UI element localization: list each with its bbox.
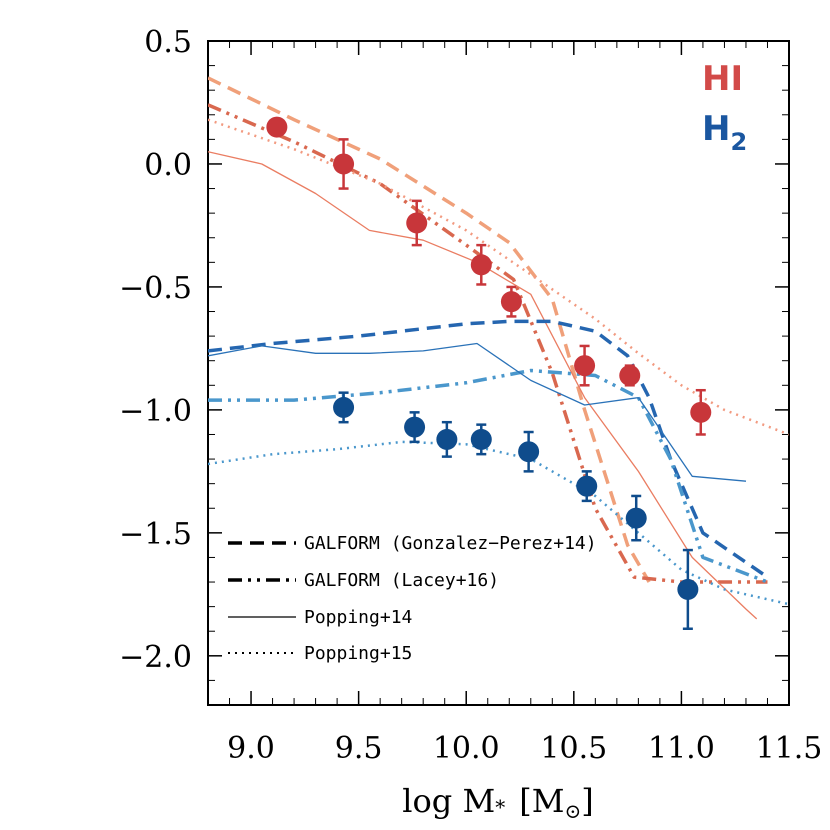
data-point-hi-obs: [266, 116, 288, 138]
data-point-hi-obs: [406, 212, 428, 234]
legend-label: GALFORM (Gonzalez−Perez+14): [304, 533, 597, 554]
legend: GALFORM (Gonzalez−Perez+14) GALFORM (Lace…: [228, 533, 597, 664]
x-tick-label: 11.0: [648, 731, 715, 766]
y-tick-label: −1.0: [119, 394, 192, 429]
series-line-hi-gp14: [208, 76, 651, 583]
x-axis-title-main: log M: [402, 782, 495, 820]
data-point-hi-obs: [333, 153, 355, 175]
plot-frame: [207, 40, 790, 706]
tick-labels: 9.0 9.5 10.0 10.5 11.0 11.5 0.5 0.0 −0.5 −1.0 −1.5…: [119, 25, 822, 766]
data-point-hi-obs: [574, 355, 596, 377]
data-point-h2-obs: [333, 396, 355, 418]
x-axis-title-unit: [M: [519, 782, 564, 820]
x-tick-label: 9.0: [227, 731, 275, 766]
species-label-hi: HI: [702, 59, 743, 99]
legend-label: Popping+14: [304, 607, 412, 628]
x-axis-title-unit-sub: ⊙: [564, 799, 581, 823]
series-layer: [208, 76, 789, 620]
x-tick-label: 10.5: [540, 731, 607, 766]
x-axis-title-sub: *: [495, 795, 505, 819]
series-line-hi-p15: [208, 118, 789, 436]
axis-ticks: [208, 40, 790, 706]
species-label-h2-sub: 2: [730, 128, 747, 156]
data-point-hi-obs: [619, 364, 641, 386]
data-point-hi-obs: [500, 291, 522, 313]
y-tick-label: 0.0: [144, 148, 192, 183]
x-axis-title: log M* [M⊙]: [402, 782, 593, 823]
series-line-hi-p14: [208, 151, 758, 620]
data-point-hi-obs: [690, 401, 712, 423]
data-point-h2-obs: [576, 475, 598, 497]
data-point-h2-obs: [518, 441, 540, 463]
x-axis-title-unit-close: ]: [581, 782, 593, 820]
y-tick-label: 0.5: [144, 25, 192, 60]
y-tick-label: −2.0: [119, 640, 192, 675]
y-tick-label: −1.5: [119, 517, 192, 552]
data-point-hi-obs: [470, 254, 492, 276]
x-tick-label: 9.5: [335, 731, 383, 766]
data-point-h2-obs: [436, 428, 458, 450]
species-label-h2-main: H: [702, 109, 730, 149]
series-line-hi-l16: [208, 103, 768, 584]
data-point-h2-obs: [677, 578, 699, 600]
x-tick-label: 10.0: [433, 731, 500, 766]
series-line-h2-p14: [208, 342, 747, 482]
species-label-h2: H2: [702, 109, 747, 156]
data-point-h2-obs: [625, 507, 647, 529]
data-point-h2-obs: [404, 416, 426, 438]
data-point-h2-obs: [470, 428, 492, 450]
legend-label: Popping+15: [304, 643, 412, 664]
x-tick-label: 11.5: [756, 731, 823, 766]
y-tick-label: −0.5: [119, 271, 192, 306]
legend-label: GALFORM (Lacey+16): [304, 570, 499, 591]
points-layer: [266, 116, 712, 631]
